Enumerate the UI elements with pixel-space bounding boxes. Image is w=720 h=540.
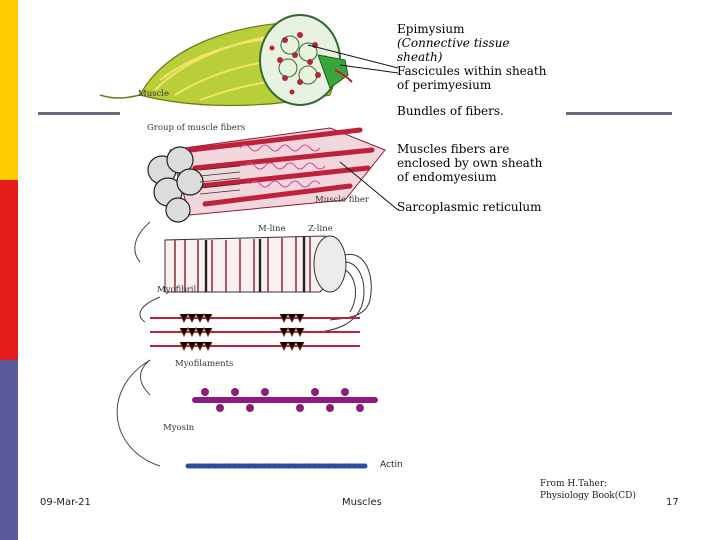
footer-topic: Muscles [342, 497, 382, 508]
figure-label-z-line: Z-line [308, 224, 333, 234]
label-fascicules-1: Fascicules within sheath [397, 64, 547, 78]
level-connectors [116, 221, 161, 467]
divider-right [566, 112, 672, 115]
footer-credit-1: From H.Taher; [540, 479, 608, 489]
label-sarcoplasmic-reticulum: Sarcoplasmic reticulum [397, 200, 542, 214]
figure-label-group: Group of muscle fibers [147, 123, 245, 133]
label-bundles: Bundles of fibers. [397, 104, 504, 118]
label-actin: Actin [380, 460, 403, 470]
label-fascicules-2: of perimyesium [397, 78, 492, 92]
label-fibers-3: of endomyesium [397, 170, 497, 184]
fiber-bundle-illustration [147, 127, 386, 223]
figure-label-muscle-fiber: Muscle fiber [315, 195, 370, 205]
myofibril-illustration [164, 235, 372, 333]
accent-bar-yellow [0, 0, 18, 180]
label-fibers-1: Muscles fibers are [397, 142, 510, 156]
figure-label-m-line: M-line [258, 224, 286, 234]
accent-bar-red [0, 180, 18, 360]
label-epimysium-title: Epimysium [397, 22, 465, 36]
footer-date: 09-Mar-21 [40, 497, 91, 508]
footer-credit-2: Physiology Book(CD) [540, 491, 636, 501]
footer-page-number: 17 [666, 497, 679, 508]
divider-left [38, 112, 120, 115]
muscle-illustration [99, 14, 353, 107]
label-epimysium: Epimysium (Connective tissue sheath) Fas… [397, 22, 546, 92]
myosin-illustration [192, 388, 378, 412]
label-epimysium-sub1: (Connective tissue [397, 36, 510, 50]
label-fibers-2: enclosed by own sheath [397, 156, 543, 170]
accent-bar-blue [0, 360, 18, 540]
footer-credit: From H.Taher; Physiology Book(CD) [540, 478, 636, 502]
figure-label-myofilaments: Myofilaments [175, 359, 233, 369]
myofilaments-illustration [150, 312, 360, 352]
figure-label-myofibril: Myofibril [157, 285, 197, 295]
figure-label-muscle: Muscle [138, 89, 169, 99]
label-epimysium-sub2: sheath) [397, 50, 443, 64]
label-muscle-fibers: Muscles fibers are enclosed by own sheat… [397, 142, 542, 184]
figure-label-myosin: Myosin [163, 423, 195, 433]
pointer-lines [307, 44, 399, 211]
